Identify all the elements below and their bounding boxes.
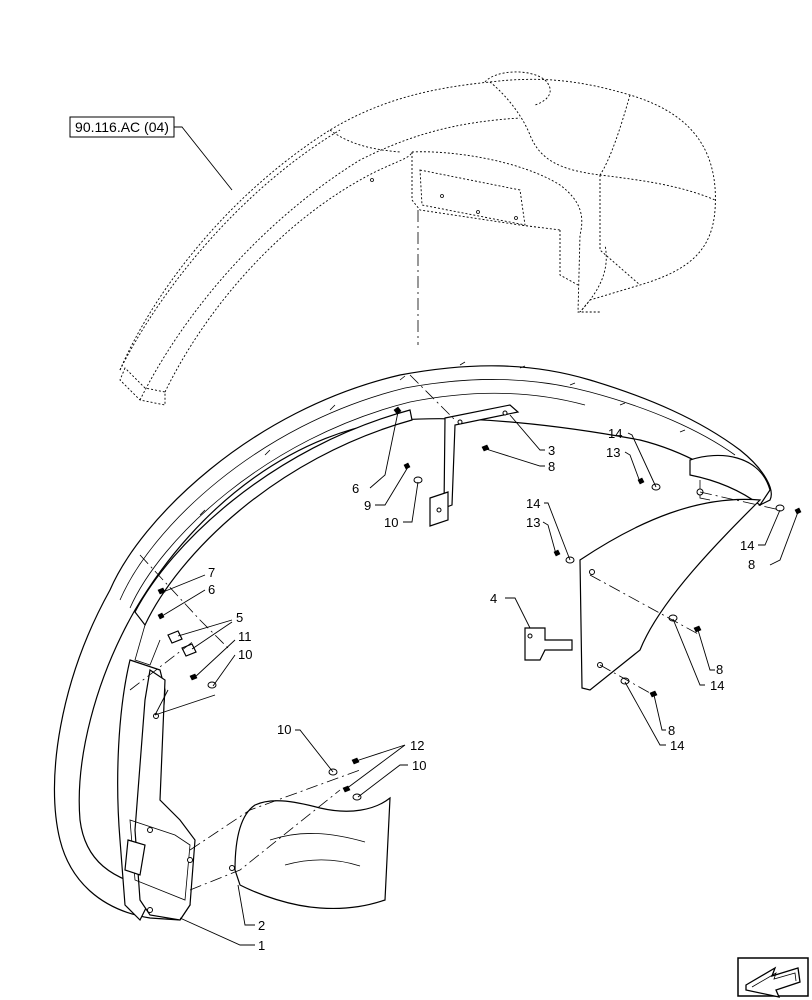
- callout-8: 8: [716, 662, 723, 677]
- callout-10: 10: [384, 515, 398, 530]
- callout-3: 3: [548, 443, 555, 458]
- reference-label: 90.116.AC (04): [75, 119, 169, 135]
- next-page-arrow-icon[interactable]: [737, 957, 809, 998]
- callout-5: 5: [236, 610, 243, 625]
- callout-14: 14: [526, 496, 540, 511]
- callout-10: 10: [412, 758, 426, 773]
- callout-4: 4: [490, 591, 497, 606]
- reference-fender-ghost: [119, 71, 716, 406]
- callout-10: 10: [238, 647, 252, 662]
- callout-14: 14: [710, 678, 724, 693]
- main-fender-part-1: [53, 361, 772, 922]
- callout-2: 2: [258, 918, 265, 933]
- callout-7: 7: [208, 565, 215, 580]
- bracket-part-4: [524, 627, 573, 661]
- callout-12: 12: [410, 738, 424, 753]
- mud-flap-part-2: [229, 796, 391, 910]
- hardware: [157, 406, 802, 801]
- callout-6: 6: [352, 481, 359, 496]
- callout-14: 14: [740, 538, 754, 553]
- callout-10: 10: [277, 722, 291, 737]
- assembly-phantom-lines: [129, 374, 781, 891]
- extension-panel: [579, 498, 762, 691]
- reference-callout[interactable]: 90.116.AC (04): [69, 116, 233, 191]
- callout-1: 1: [258, 938, 265, 953]
- callout-8: 8: [748, 557, 755, 572]
- callout-13: 13: [526, 515, 540, 530]
- callout-leaders: [154, 411, 799, 946]
- callout-14: 14: [670, 738, 684, 753]
- callout-11: 11: [238, 629, 252, 644]
- callout-9: 9: [364, 498, 371, 513]
- callout-labels: 1 2 3 4 5 6 6 7 8 8 8 8 9 10 10 10 10 11…: [208, 426, 755, 953]
- callout-8: 8: [668, 723, 675, 738]
- callout-14: 14: [608, 426, 622, 441]
- callout-13: 13: [606, 445, 620, 460]
- callout-8: 8: [548, 459, 555, 474]
- callout-6: 6: [208, 582, 215, 597]
- bracket-part-3: [429, 404, 520, 527]
